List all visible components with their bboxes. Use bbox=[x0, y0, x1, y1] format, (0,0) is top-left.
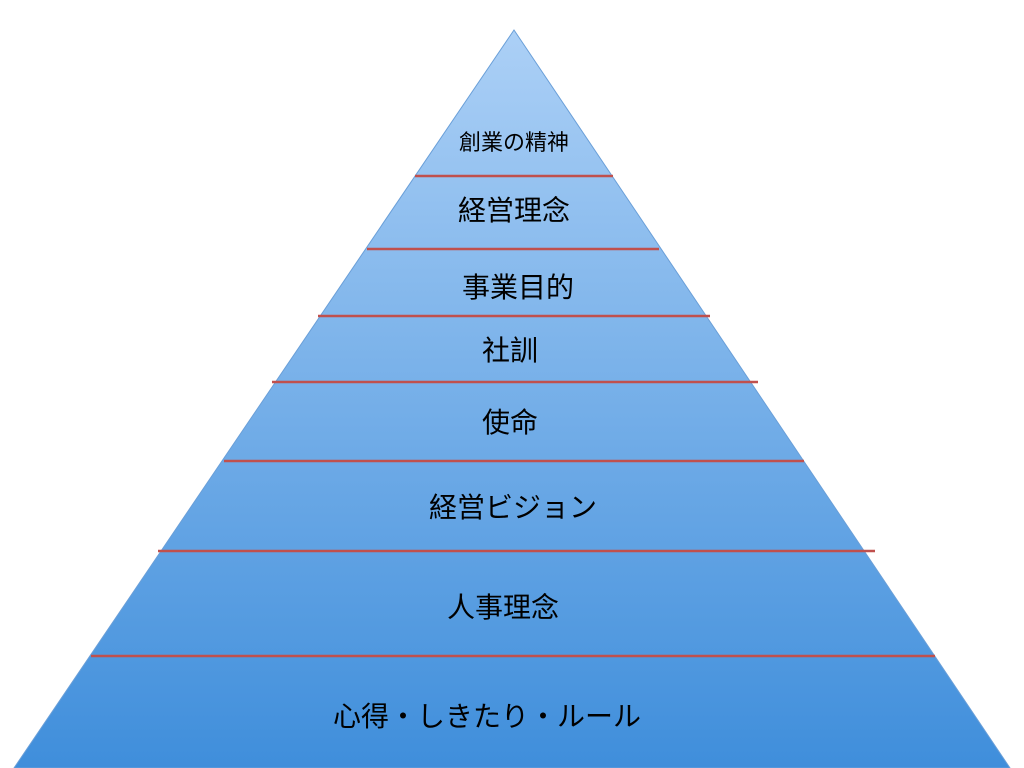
tier-label-founding-spirit: 創業の精神 bbox=[459, 131, 569, 156]
tier-label-management-vision: 経営ビジョン bbox=[429, 491, 597, 524]
tier-label-mission: 使命 bbox=[482, 406, 538, 439]
tier-label-company-motto: 社訓 bbox=[482, 334, 538, 367]
pyramid-body bbox=[13, 29, 1011, 768]
tier-label-business-purpose: 事業目的 bbox=[462, 271, 574, 304]
tier-label-management-philosophy: 経営理念 bbox=[458, 194, 570, 227]
tier-label-rules-and-customs: 心得・しきたり・ルール bbox=[333, 700, 641, 733]
tier-label-hr-philosophy: 人事理念 bbox=[447, 591, 559, 624]
tier-labels: 創業の精神 経営理念 事業目的 社訓 使命 経営ビジョン 人事理念 心得・しきた… bbox=[333, 131, 641, 733]
tier-dividers bbox=[91, 174, 935, 658]
